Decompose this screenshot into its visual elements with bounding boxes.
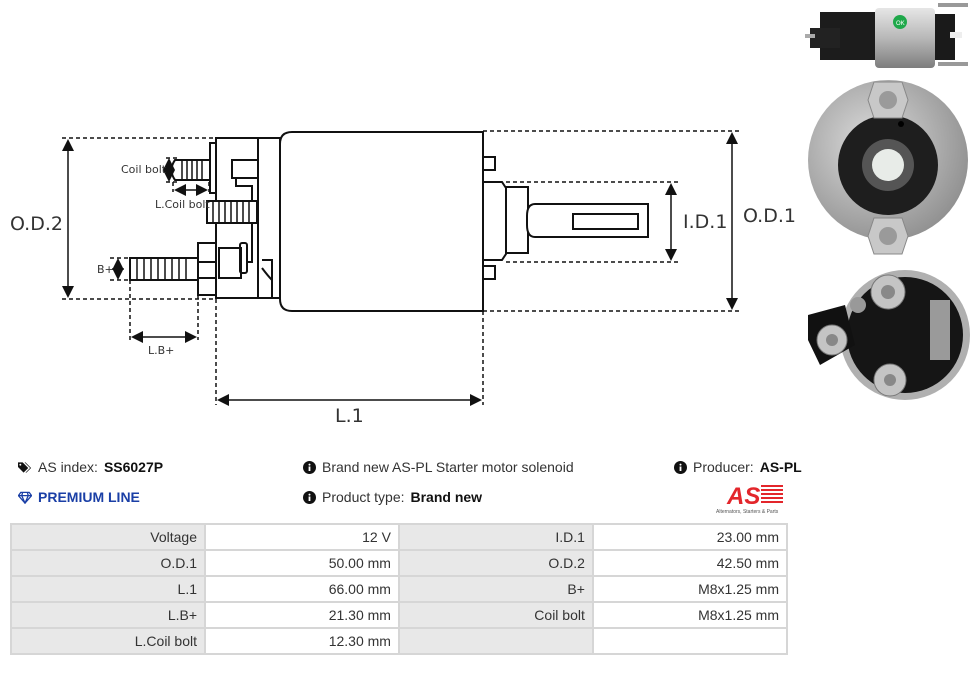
premium-line-link[interactable]: PREMIUM LINE xyxy=(18,489,140,505)
solenoid-body xyxy=(279,131,484,312)
logo-text: AS xyxy=(726,483,760,510)
product-photos: OK xyxy=(805,3,970,400)
id1-label: I.D.1 xyxy=(683,211,727,233)
technical-drawing: O.D.2 O.D.1 I.D.1 L.1 Coil bolt L.Coil b… xyxy=(10,130,796,427)
front-view-photo xyxy=(808,80,968,255)
spec-label: L.Coil bolt xyxy=(9,627,207,655)
info-circle-icon xyxy=(302,490,316,504)
spec-value: 50.00 mm xyxy=(204,549,400,577)
spec-value: 12 V xyxy=(204,523,400,551)
b-plus-label: B+ xyxy=(97,263,114,276)
l-coil-bolt-label: L.Coil bolt xyxy=(155,198,210,211)
description: Brand new AS-PL Starter motor solenoid xyxy=(302,459,574,475)
spec-label: O.D.2 xyxy=(397,549,594,577)
table-row: O.D.1 50.00 mm O.D.2 42.50 mm xyxy=(9,549,789,577)
spec-value: 66.00 mm xyxy=(204,575,400,603)
spec-label: I.D.1 xyxy=(397,523,594,551)
spec-label xyxy=(397,627,594,655)
spec-label: B+ xyxy=(397,575,594,603)
product-type: Product type: Brand new xyxy=(302,489,482,505)
spec-value: 12.30 mm xyxy=(204,627,400,655)
info-circle-icon xyxy=(302,460,316,474)
rear-view-photo xyxy=(808,270,970,400)
as-index-label: AS index: xyxy=(38,459,98,475)
coil-bolt xyxy=(170,159,211,181)
tags-icon xyxy=(18,460,32,474)
od2-label: O.D.2 xyxy=(10,213,63,235)
description-text: Brand new AS-PL Starter motor solenoid xyxy=(322,459,574,475)
table-row: L.B+ 21.30 mm Coil bolt M8x1.25 mm xyxy=(9,601,789,629)
product-type-label: Product type: xyxy=(322,489,405,505)
producer-label: Producer: xyxy=(693,459,754,475)
diamond-icon xyxy=(18,490,32,504)
spec-value: 21.30 mm xyxy=(204,601,400,629)
side-view-photo: OK xyxy=(805,3,968,68)
as-pl-logo: AS Alternators, Starters & Parts xyxy=(716,483,783,515)
l-b-plus-label: L.B+ xyxy=(148,344,174,357)
spec-value: 23.00 mm xyxy=(591,523,789,551)
spec-label: L.1 xyxy=(9,575,207,603)
spec-value xyxy=(591,627,789,655)
spec-value: 42.50 mm xyxy=(591,549,789,577)
spec-value: M8x1.25 mm xyxy=(591,601,789,629)
as-index-value: SS6027P xyxy=(103,459,164,475)
specs-table: Voltage 12 V I.D.1 23.00 mm O.D.1 50.00 … xyxy=(9,523,789,655)
table-row: L.1 66.00 mm B+ M8x1.25 mm xyxy=(9,575,789,603)
info-circle-icon xyxy=(673,460,687,474)
producer-value: AS-PL xyxy=(759,459,802,475)
od1-label: O.D.1 xyxy=(743,205,796,227)
spec-value: M8x1.25 mm xyxy=(591,575,789,603)
product-type-value: Brand new xyxy=(410,489,483,505)
spec-label: L.B+ xyxy=(9,601,207,629)
logo-tagline: Alternators, Starters & Parts xyxy=(716,509,779,515)
l1-label: L.1 xyxy=(335,405,364,427)
spec-label: Voltage xyxy=(9,523,207,551)
producer: Producer: AS-PL xyxy=(673,459,802,475)
plunger xyxy=(526,203,649,238)
b-plus-stud xyxy=(129,257,199,281)
spec-label: Coil bolt xyxy=(397,601,594,629)
table-row: L.Coil bolt 12.30 mm xyxy=(9,627,789,655)
table-row: Voltage 12 V I.D.1 23.00 mm xyxy=(9,523,789,551)
premium-line-label: PREMIUM LINE xyxy=(38,489,140,505)
as-index: AS index: SS6027P xyxy=(18,459,163,475)
spec-label: O.D.1 xyxy=(9,549,207,577)
svg-text:OK: OK xyxy=(896,21,905,27)
coil-bolt-label: Coil bolt xyxy=(121,163,167,176)
